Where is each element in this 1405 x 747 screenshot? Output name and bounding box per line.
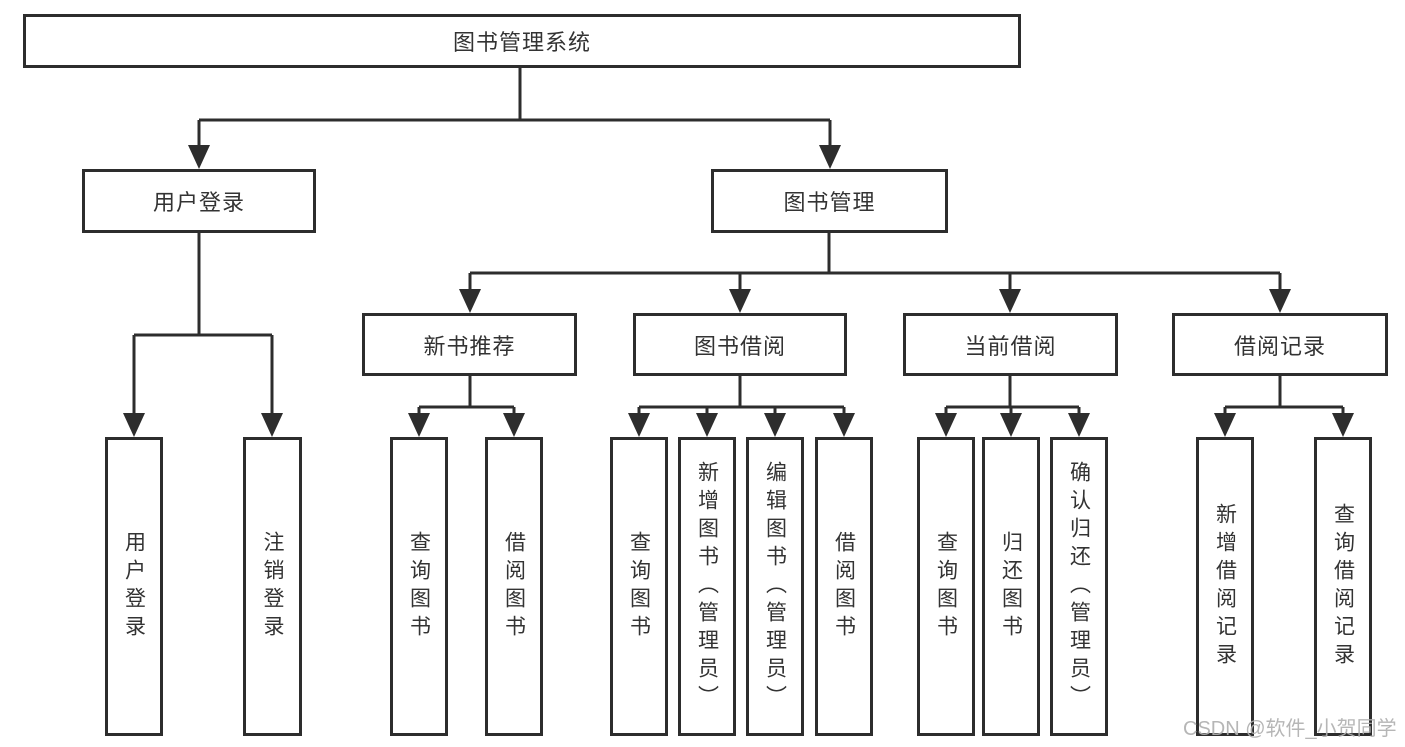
leaf-user-login: 用户登录 (105, 437, 163, 736)
leaf-borrow-books-label: 借阅图书 (832, 530, 856, 643)
node-user-login-label: 用户登录 (152, 190, 245, 215)
leaf-query-borrow-record: 查询借阅记录 (1314, 437, 1372, 736)
leaf-query-books-current-label: 查询图书 (934, 530, 958, 643)
leaf-query-books-current: 查询图书 (917, 437, 975, 736)
leaf-borrow-books-recommend: 借阅图书 (485, 437, 543, 736)
leaf-edit-book-admin: 编辑图书（管理员） (746, 437, 804, 736)
leaf-query-books-recommend: 查询图书 (390, 437, 448, 736)
node-user-login: 用户登录 (82, 169, 316, 233)
node-book-borrow-label: 图书借阅 (693, 333, 786, 359)
node-current-borrow: 当前借阅 (903, 313, 1118, 376)
node-book-borrow: 图书借阅 (633, 313, 847, 376)
node-new-book-recommend: 新书推荐 (362, 313, 577, 376)
leaf-return-book-label: 归还图书 (999, 530, 1023, 643)
node-borrow-records: 借阅记录 (1172, 313, 1388, 376)
node-root-label: 图书管理系统 (452, 30, 591, 55)
leaf-add-book-admin: 新增图书（管理员） (678, 437, 736, 736)
leaf-query-books-recommend-label: 查询图书 (407, 530, 431, 643)
leaf-add-book-admin-label: 新增图书（管理员） (695, 460, 719, 713)
leaf-confirm-return-admin-label: 确认归还（管理员） (1067, 460, 1091, 713)
leaf-query-borrow-record-label: 查询借阅记录 (1331, 502, 1355, 671)
node-borrow-records-label: 借阅记录 (1233, 333, 1326, 359)
leaf-add-borrow-record: 新增借阅记录 (1196, 437, 1254, 736)
watermark: CSDN @软件_小贺同学 (1183, 718, 1397, 740)
leaf-query-books-borrow-label: 查询图书 (627, 530, 651, 643)
leaf-logout: 注销登录 (243, 437, 302, 736)
node-new-book-recommend-label: 新书推荐 (423, 333, 516, 359)
node-current-borrow-label: 当前借阅 (964, 333, 1057, 359)
leaf-user-login-label: 用户登录 (122, 530, 146, 643)
node-root: 图书管理系统 (23, 14, 1021, 68)
node-book-management: 图书管理 (711, 169, 948, 233)
leaf-borrow-books-recommend-label: 借阅图书 (502, 530, 526, 643)
node-book-management-label: 图书管理 (783, 190, 876, 215)
leaf-return-book: 归还图书 (982, 437, 1040, 736)
leaf-edit-book-admin-label: 编辑图书（管理员） (763, 460, 787, 713)
leaf-logout-label: 注销登录 (261, 530, 284, 643)
leaf-borrow-books: 借阅图书 (815, 437, 873, 736)
leaf-confirm-return-admin: 确认归还（管理员） (1050, 437, 1108, 736)
leaf-query-books-borrow: 查询图书 (610, 437, 668, 736)
leaf-add-borrow-record-label: 新增借阅记录 (1213, 502, 1237, 671)
